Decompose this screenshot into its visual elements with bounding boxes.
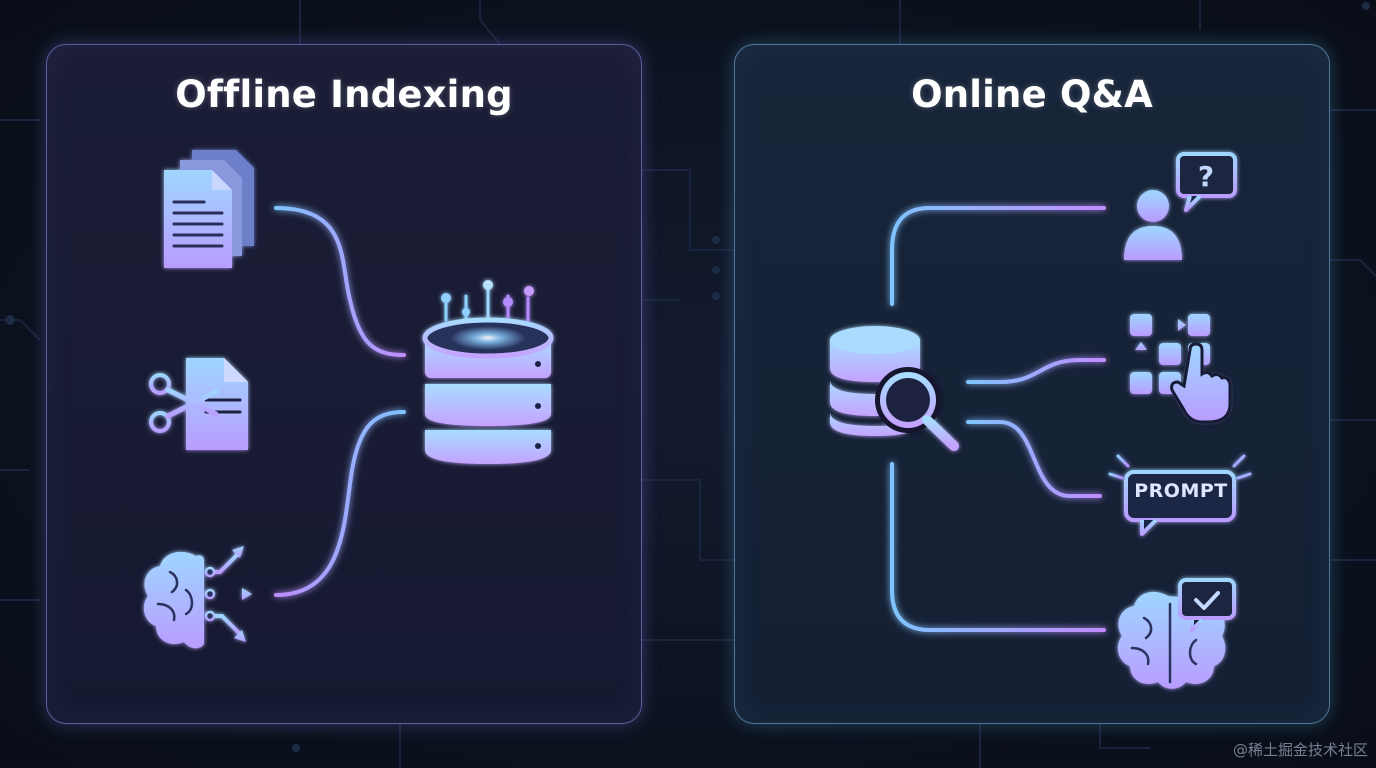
database-search-icon bbox=[830, 326, 959, 451]
prompt-label: PROMPT bbox=[1134, 480, 1228, 502]
watermark: @稀土掘金技术社区 bbox=[1232, 741, 1368, 759]
grid-select-icon bbox=[1130, 314, 1232, 424]
documents-icon bbox=[164, 150, 254, 268]
offline-indexing-title: Offline Indexing bbox=[175, 73, 513, 116]
online-qa-title: Online Q&A bbox=[911, 73, 1153, 116]
brain-check-icon bbox=[1117, 578, 1236, 689]
brain-network-icon bbox=[143, 546, 252, 649]
question-mark-label: ? bbox=[1198, 160, 1214, 193]
database-icon bbox=[422, 280, 554, 464]
right-connectors bbox=[890, 206, 1106, 632]
prompt-bubble-icon bbox=[1108, 454, 1252, 536]
user-question-icon: ? bbox=[1124, 152, 1237, 260]
left-connectors bbox=[198, 206, 406, 597]
scissors-document-icon bbox=[149, 358, 248, 450]
